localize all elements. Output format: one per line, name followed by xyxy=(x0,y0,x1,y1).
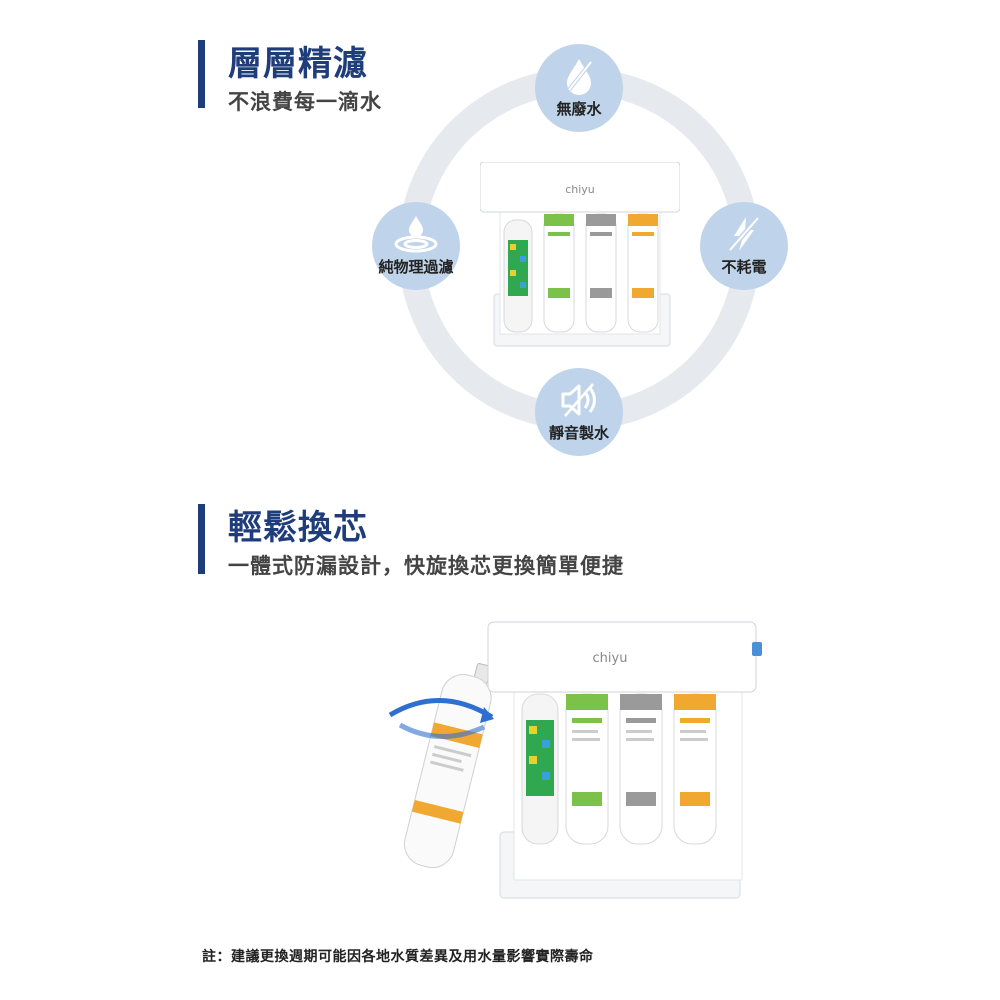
section-title: 輕鬆換芯 xyxy=(228,508,368,548)
feature-label: 純物理過濾 xyxy=(378,258,454,276)
water-ripple-icon xyxy=(394,216,438,253)
feature-no-power: 不耗電 xyxy=(700,202,788,290)
filter-unit-image: chiyu xyxy=(480,162,680,347)
feature-label: 不耗電 xyxy=(721,258,767,276)
filter-unit-image-large: chiyu xyxy=(487,621,762,899)
feature-physical-filtration: 純物理過濾 xyxy=(372,202,460,290)
footnote: 註：建議更換週期可能因各地水質差異及用水量影響實際壽命 xyxy=(202,949,594,965)
rotate-arrow-icon xyxy=(388,698,494,720)
feature-no-waste-water: 無廢水 xyxy=(535,44,623,132)
heading-accent-bar xyxy=(198,40,205,108)
mute-speaker-icon xyxy=(561,383,596,417)
feature-silent-operation: 靜音製水 xyxy=(535,368,623,456)
heading-accent-bar xyxy=(198,504,205,574)
section-subtitle: 不浪費每一滴水 xyxy=(228,90,382,114)
no-electricity-icon xyxy=(728,216,760,252)
no-water-drop-icon xyxy=(567,59,593,95)
brand-logo: chiyu xyxy=(593,651,628,666)
feature-label: 無廢水 xyxy=(556,100,602,118)
replacement-cartridge-image xyxy=(388,663,494,869)
section-title: 層層精濾 xyxy=(228,44,368,84)
feature-label: 靜音製水 xyxy=(548,424,609,442)
section-subtitle: 一體式防漏設計，快旋換芯更換簡單便捷 xyxy=(228,554,624,578)
brand-logo: chiyu xyxy=(565,183,595,196)
